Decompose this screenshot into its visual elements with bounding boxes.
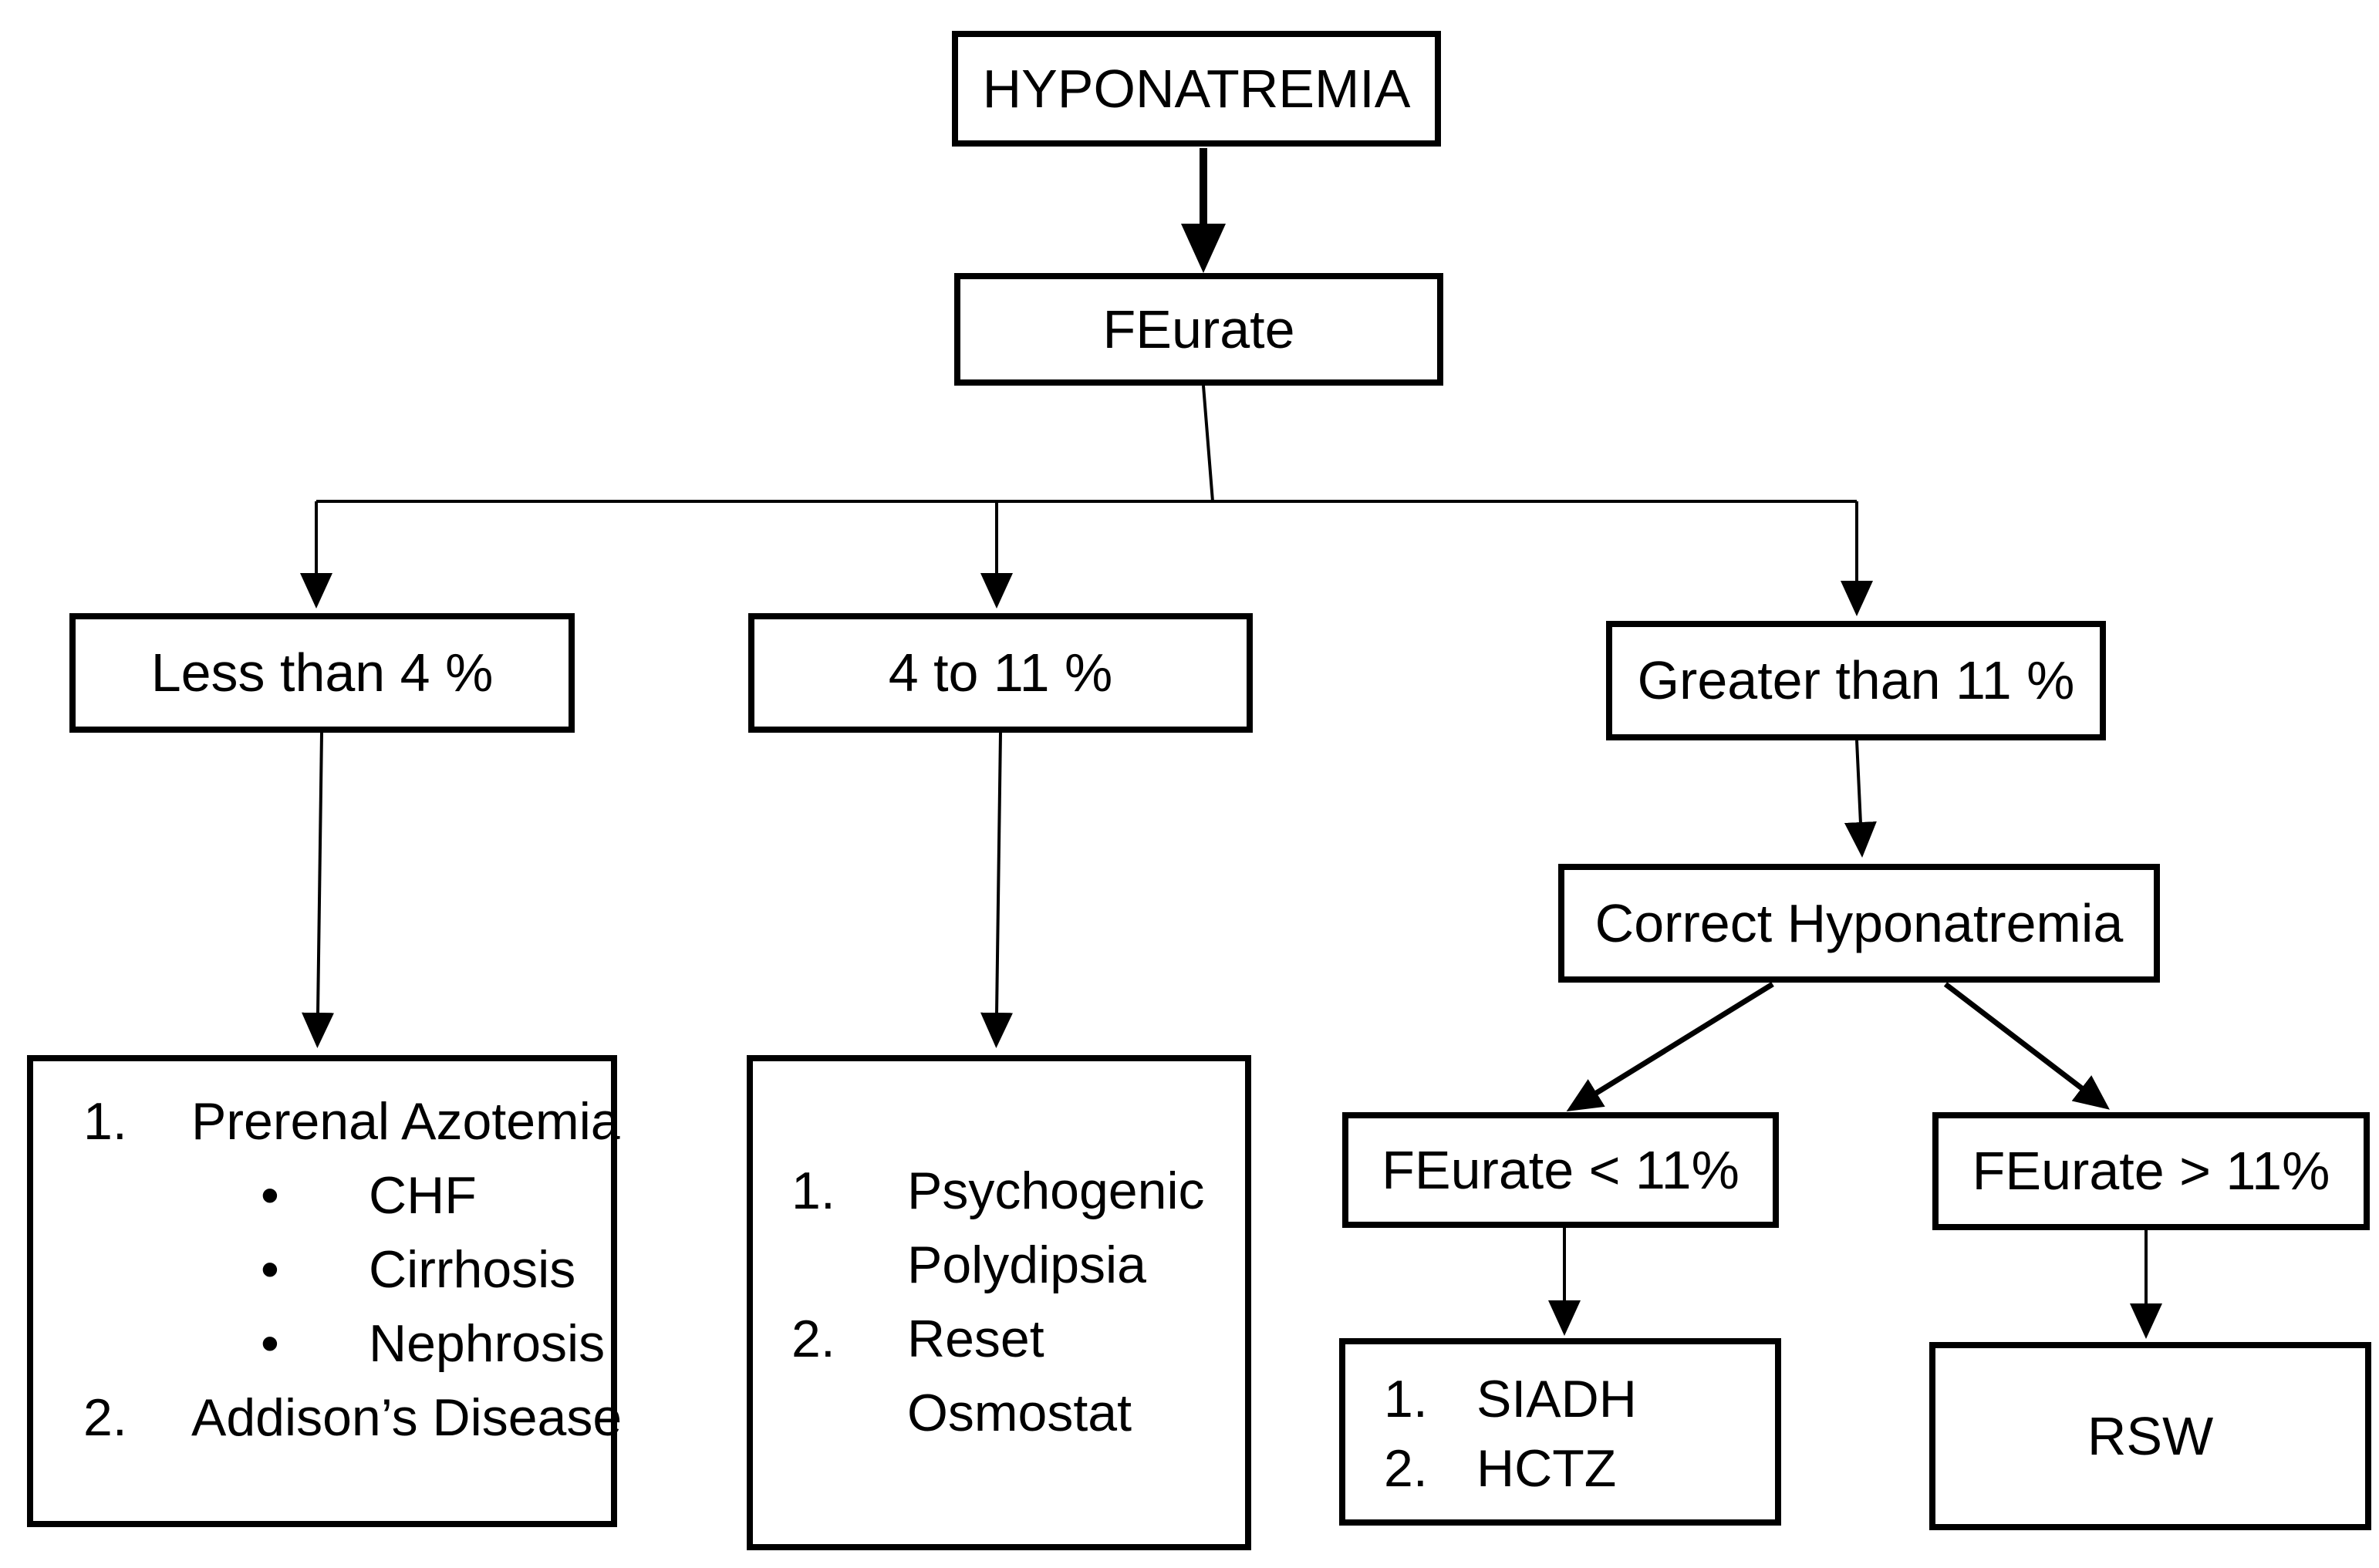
connector-correct-feurate-lt11 — [1566, 982, 1774, 1112]
node-4-to-11-label: 4 to 11 % — [888, 642, 1113, 703]
node-siadh-hctz: 1. SIADH 2. HCTZ — [1339, 1338, 1781, 1526]
node-hyponatremia-label: HYPONATREMIA — [982, 58, 1411, 119]
node-feurate-lt-11-label: FEurate < 11% — [1382, 1139, 1740, 1200]
list-item-text: SIADH — [1476, 1370, 1637, 1428]
list-number-marker: 1. — [1384, 1370, 1428, 1428]
list-number-marker: 2. — [83, 1388, 127, 1447]
less-than-4-causes-list: 1. Prerenal Azotemia • CHF • Cirrhosis •… — [33, 1061, 622, 1455]
list-item: 1. SIADH — [1384, 1364, 1767, 1434]
list-item-text: Nephrosis — [369, 1314, 606, 1373]
node-feurate-gt-11: FEurate > 11% — [1932, 1112, 2370, 1230]
node-feurate-label: FEurate — [1102, 298, 1295, 359]
list-item: • CHF — [261, 1158, 603, 1232]
list-item: • Nephrosis — [261, 1307, 606, 1381]
node-feurate: FEurate — [954, 273, 1443, 386]
node-less-than-4: Less than 4 % — [69, 613, 575, 733]
list-item: 2. HCTZ — [1384, 1434, 1767, 1503]
node-less-than-4-label: Less than 4 % — [150, 642, 494, 703]
bullet-marker: • — [261, 1314, 279, 1373]
node-greater-than-11-label: Greater than 11 % — [1637, 650, 2075, 711]
node-hyponatremia: HYPONATREMIA — [952, 31, 1441, 147]
bullet-marker: • — [261, 1166, 279, 1225]
list-item-text: Psychogenic Polydipsia — [907, 1162, 1205, 1294]
node-feurate-gt-11-label: FEurate > 11% — [1972, 1141, 2330, 1202]
list-item: 2. Addison’s Disease — [83, 1381, 622, 1455]
connector-less4-detail — [302, 732, 335, 1048]
node-correct-hyponatremia: Correct Hyponatremia — [1558, 864, 2160, 983]
list-item: 1. Psychogenic Polydipsia — [791, 1154, 1237, 1302]
node-4-to-11: 4 to 11 % — [748, 613, 1253, 733]
connector-correct-feurate-gt11 — [1943, 982, 2110, 1110]
list-number-marker: 1. — [83, 1092, 127, 1151]
list-item: • Cirrhosis — [261, 1232, 603, 1307]
node-greater-than-11: Greater than 11 % — [1606, 621, 2106, 740]
node-rsw: RSW — [1929, 1342, 2371, 1530]
connector-greater11-correct — [1844, 740, 1877, 858]
list-number-marker: 2. — [1384, 1439, 1428, 1498]
list-item-text: Reset Osmostat — [907, 1310, 1132, 1442]
siadh-hctz-list: 1. SIADH 2. HCTZ — [1345, 1344, 1775, 1503]
list-item: 1. Prerenal Azotemia — [83, 1084, 620, 1158]
list-item-text: Addison’s Disease — [191, 1388, 623, 1447]
connector-feurate-stub — [1202, 385, 1214, 502]
list-item-text: CHF — [369, 1166, 477, 1225]
bullet-marker: • — [261, 1240, 279, 1299]
node-feurate-lt-11: FEurate < 11% — [1342, 1112, 1779, 1228]
list-number-marker: 1. — [791, 1162, 835, 1220]
list-item-text: HCTZ — [1476, 1439, 1617, 1498]
list-item-text: Cirrhosis — [369, 1240, 576, 1299]
node-less-than-4-causes: 1. Prerenal Azotemia • CHF • Cirrhosis •… — [27, 1055, 622, 1527]
list-item-text: Prerenal Azotemia — [191, 1092, 620, 1151]
connector-4to11-detail — [980, 732, 1014, 1048]
list-item: 2. Reset Osmostat — [791, 1302, 1237, 1450]
node-4-to-11-causes: 1. Psychogenic Polydipsia 2. Reset Osmos… — [747, 1055, 1251, 1550]
list-number-marker: 2. — [791, 1310, 835, 1368]
node-rsw-label: RSW — [2087, 1405, 2214, 1466]
node-correct-hyponatremia-label: Correct Hyponatremia — [1594, 892, 2124, 953]
4-to-11-causes-list: 1. Psychogenic Polydipsia 2. Reset Osmos… — [753, 1061, 1245, 1450]
